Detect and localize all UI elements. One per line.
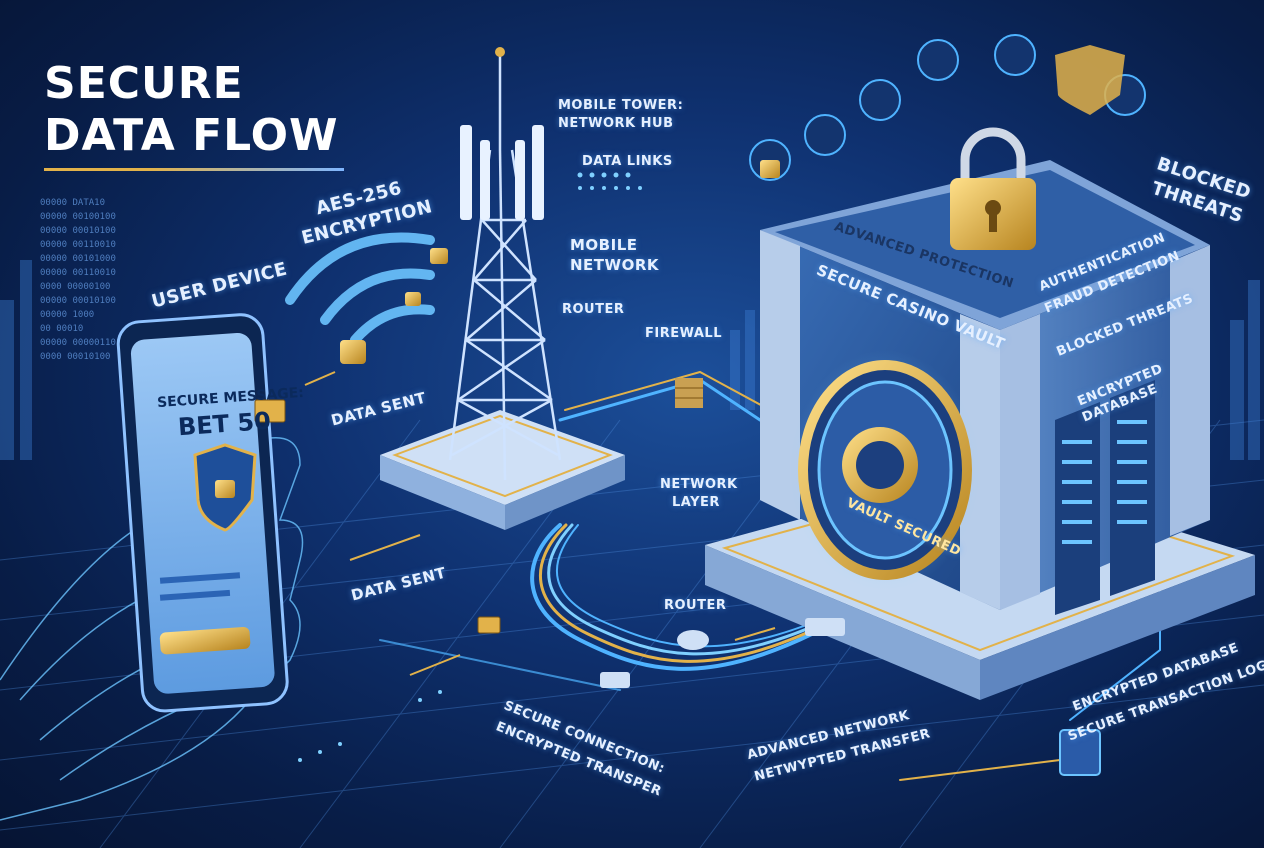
envelope-icons	[254, 399, 501, 634]
code-line: 00000 00110010	[40, 240, 116, 250]
code-line: 00000 1000	[40, 310, 95, 320]
tower-antennas	[460, 47, 544, 220]
shield-badge-icon	[1055, 45, 1125, 115]
code-line: 0000 00000100	[40, 282, 111, 292]
smartphone	[116, 313, 289, 713]
code-line: 00000 00010100	[40, 226, 116, 236]
code-line: 00 00010	[40, 324, 84, 334]
data-dots	[298, 172, 642, 762]
code-line: 00000 00000110	[40, 338, 116, 348]
skyline	[0, 260, 1260, 460]
code-line: 00000 00110010	[40, 268, 116, 278]
title-line-1: SECURE	[44, 58, 244, 109]
server-cube	[1059, 729, 1101, 776]
label-network-layer-1: NETWORK	[660, 477, 738, 492]
code-line: 00000 DATA10	[40, 198, 106, 208]
server-racks	[1055, 380, 1155, 615]
label-network-hub: NETWORK HUB	[558, 116, 674, 131]
code-line: 0000 00010100	[40, 352, 111, 362]
wifi-waves	[285, 232, 435, 345]
label-data-links: DATA LINKS	[582, 154, 673, 169]
flow-arrows	[304, 371, 776, 676]
firewall-block	[675, 378, 703, 408]
label-router-top: ROUTER	[562, 302, 625, 317]
page-title: SECURE DATA FLOW	[44, 58, 339, 162]
roof-padlock-icon	[950, 127, 1036, 250]
binary-code-column: 00000 DATA10 00000 00100100 00000 000101…	[40, 196, 116, 364]
vault-door	[790, 350, 980, 590]
title-line-2: DATA FLOW	[44, 110, 339, 161]
code-line: 00000 00101000	[40, 254, 116, 264]
label-firewall: FIREWALL	[645, 326, 722, 341]
mobile-tower	[448, 55, 562, 481]
label-router-bottom: ROUTER	[664, 598, 727, 613]
label-mobile: MOBILE	[570, 236, 638, 254]
code-line: 00000 00010100	[40, 296, 116, 306]
label-network-layer-2: LAYER	[672, 495, 720, 510]
label-network: NETWORK	[570, 256, 660, 274]
label-mobile-tower: MOBILE TOWER:	[558, 98, 684, 113]
tower-platform	[380, 410, 625, 530]
title-underline	[44, 168, 344, 171]
router-device	[600, 618, 845, 688]
code-line: 00000 00100100	[40, 212, 116, 222]
small-padlock-icons	[340, 160, 780, 364]
